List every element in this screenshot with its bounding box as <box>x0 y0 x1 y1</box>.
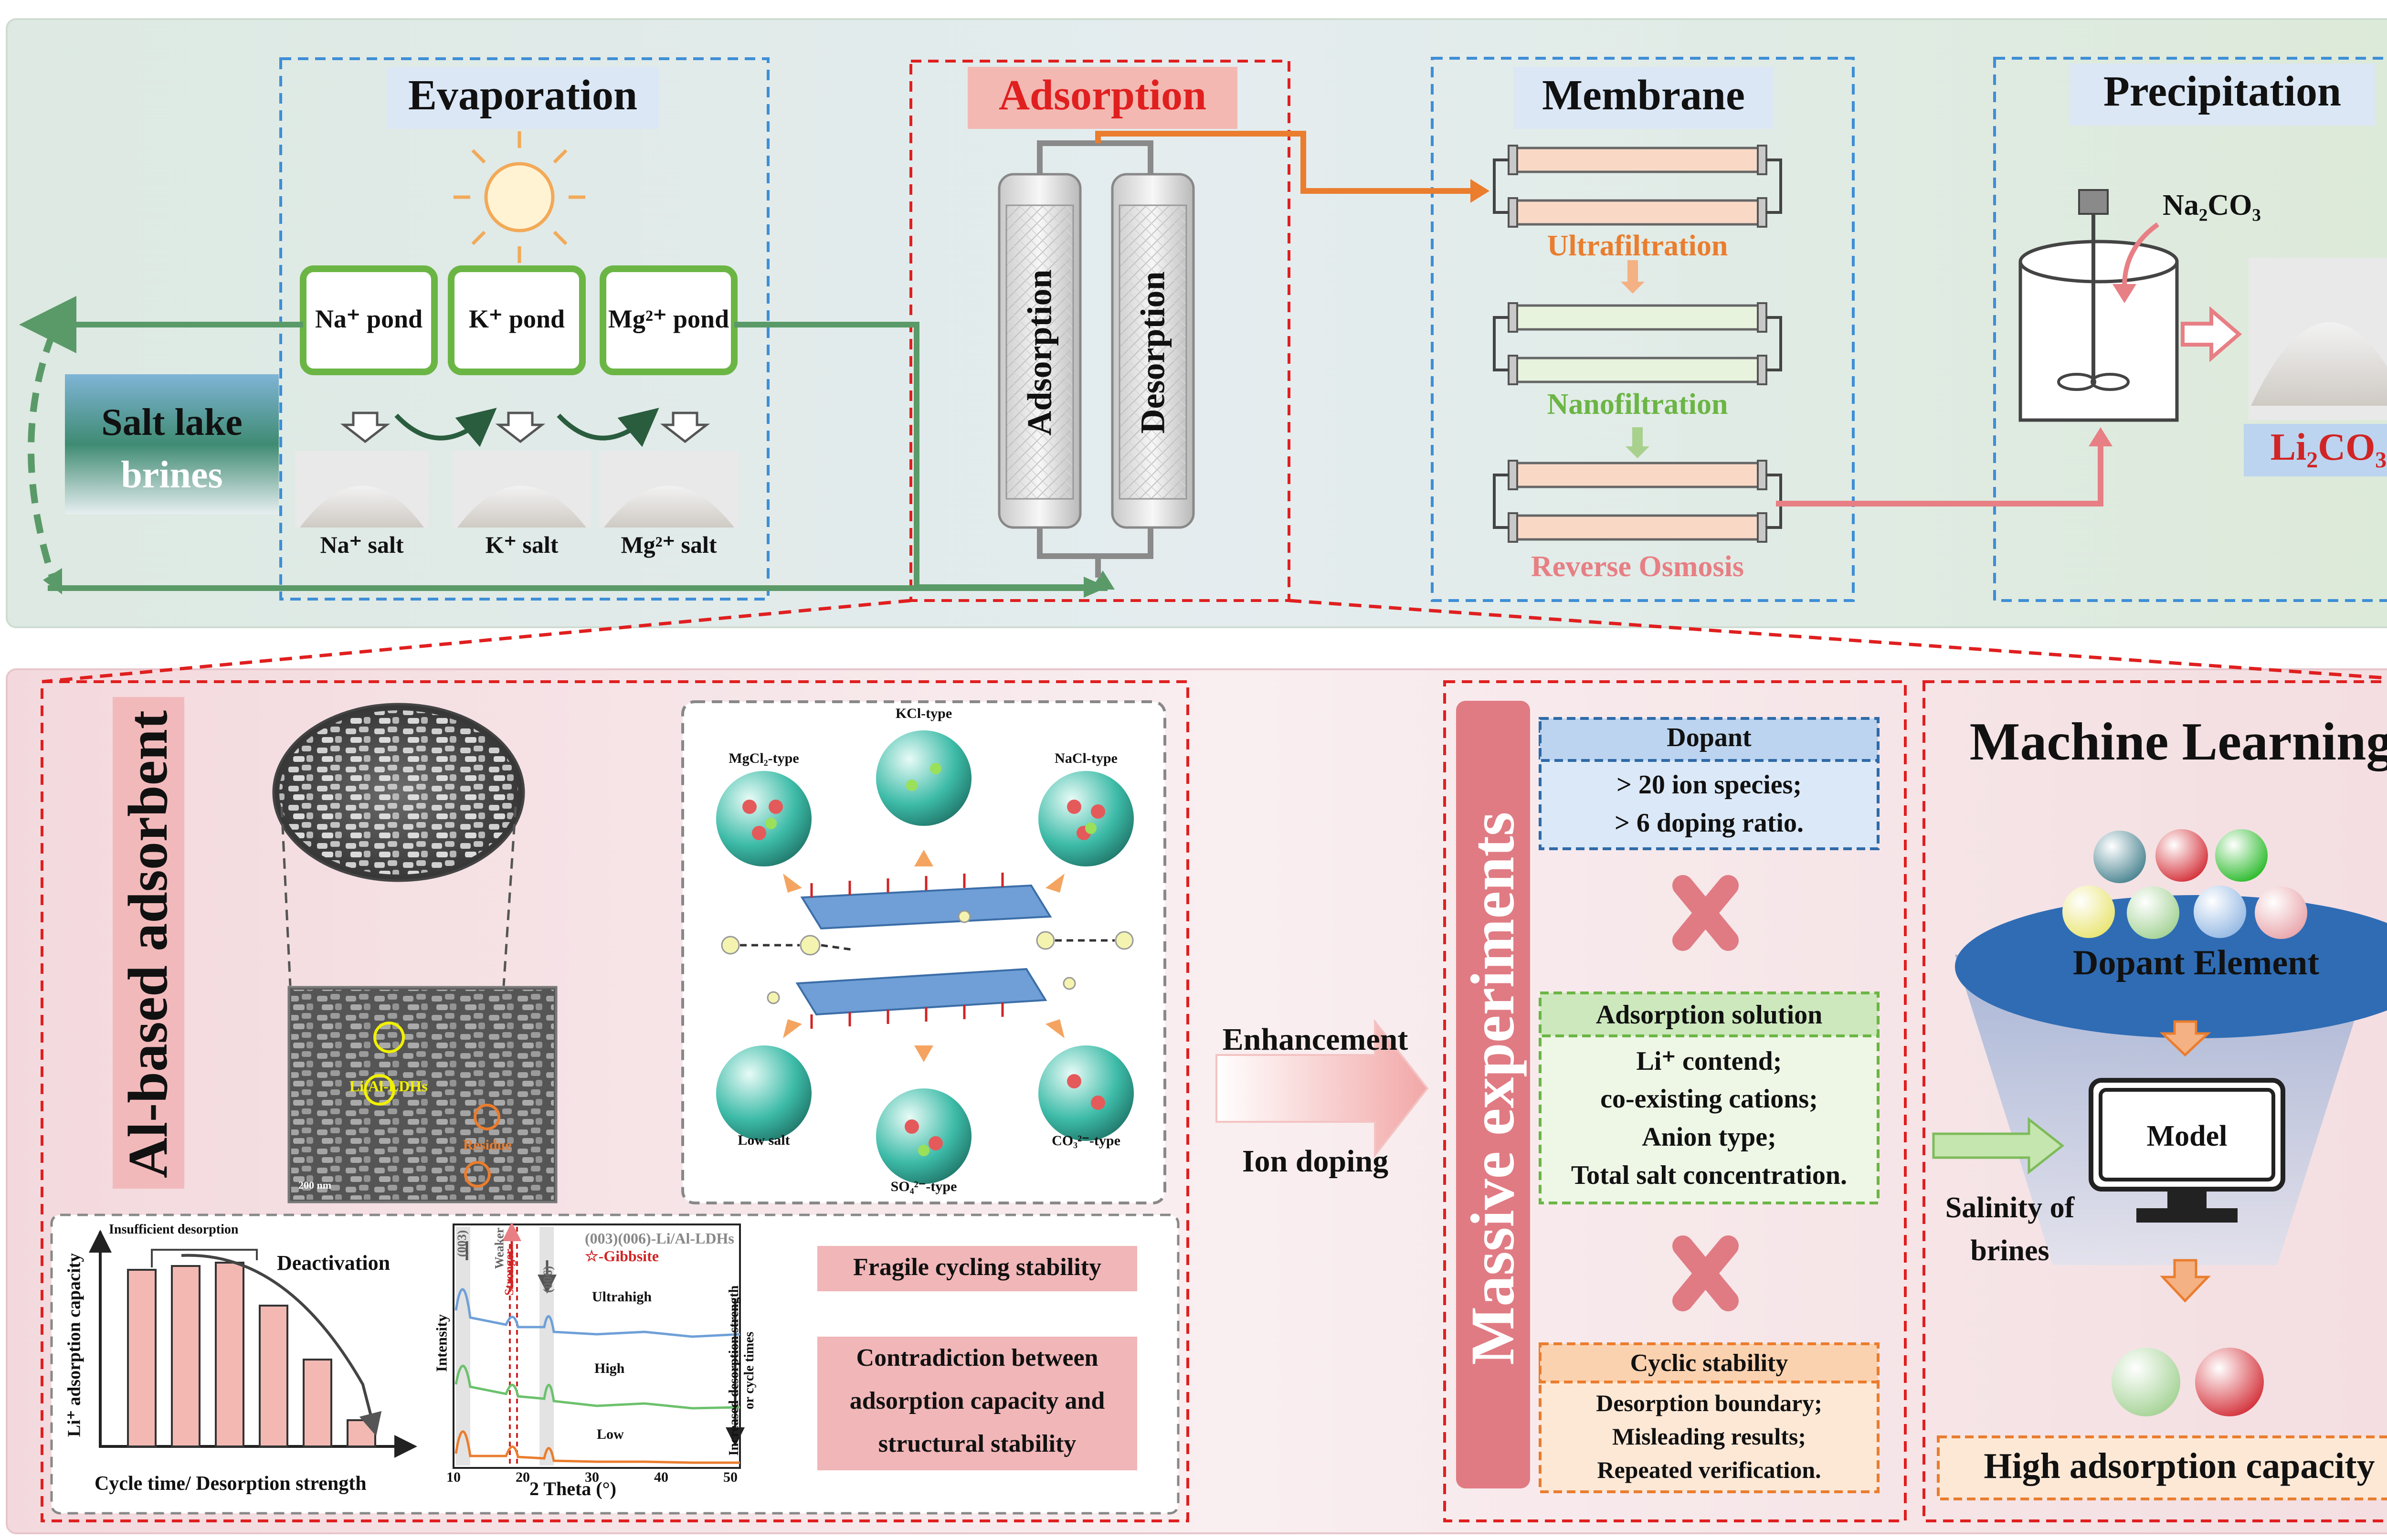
bar-chart-top-annotation: Insufficient desorption <box>109 1222 239 1237</box>
capacity-bar <box>127 1269 157 1447</box>
xrd-xlabel: 2 Theta (°) <box>529 1478 616 1499</box>
bar-chart <box>89 1230 417 1458</box>
capacity-bar <box>259 1305 288 1447</box>
solution-title: Adsorption solution <box>1595 1000 1823 1030</box>
xrd-ylabel: Intensity <box>433 1314 450 1372</box>
dopant-title: Dopant <box>1667 723 1752 752</box>
k-pond-label: K⁺ pond <box>468 305 565 333</box>
cyclic-line-3: Repeated verification. <box>1597 1456 1821 1483</box>
xrd-xtick-50: 50 <box>723 1469 738 1485</box>
sem-scale-label: 200 nm <box>298 1179 332 1191</box>
mg-salt-label: Mg²⁺ salt <box>621 531 717 558</box>
precipitation-title: Precipitation <box>2103 68 2342 115</box>
reagent-label: Na₂CO₃ <box>2163 189 2261 222</box>
xrd-xtick-20: 20 <box>516 1469 530 1485</box>
capacity-bar <box>347 1419 376 1447</box>
kcl-type-label: KCl-type <box>895 706 952 721</box>
xrd-chart <box>453 1222 745 1469</box>
ion-doping-label: Ion doping <box>1242 1144 1389 1179</box>
ion-bubbles <box>716 730 1134 1184</box>
xrd-trace-ultrahigh: Ultrahigh <box>592 1289 652 1305</box>
cyclic-line-1: Desorption boundary; <box>1596 1390 1822 1416</box>
residue-label: Residue <box>463 1137 512 1153</box>
product-label-bg <box>2244 424 2387 476</box>
brine-label-line2: brines <box>121 454 223 496</box>
evaporation-title-bg <box>387 67 659 129</box>
so4-type-label: SO₄²⁻-type <box>890 1179 957 1194</box>
adsorption-title-bg <box>968 67 1237 129</box>
capacity-bar <box>171 1265 201 1447</box>
precipitation-title-bg <box>2070 63 2375 126</box>
adsorption-column-label: Adsorption <box>1020 269 1059 436</box>
brine-label-line1: Salt lake <box>101 401 243 443</box>
bar-chart-annotation: Deactivation <box>277 1251 391 1275</box>
adsorption-title: Adsorption <box>998 72 1207 119</box>
xrd-xtick-40: 40 <box>654 1469 668 1485</box>
sun-icon <box>454 131 585 263</box>
massive-experiments-title: Massive experiments <box>1458 812 1527 1365</box>
xrd-peak-003: (003) <box>455 1230 469 1257</box>
k-salt-label: K⁺ salt <box>485 531 559 558</box>
membrane-title-bg <box>1513 67 1774 129</box>
problem-fragile-cycling: Fragile cycling stability <box>853 1254 1101 1281</box>
problem-contradiction-3: structural stability <box>878 1430 1077 1457</box>
solution-line-2: co-existing cations; <box>1600 1084 1818 1114</box>
al-panel-title: Al-based adsorbent <box>116 710 179 1179</box>
solution-line-3: Anion type; <box>1642 1122 1776 1152</box>
dopant-line-2: > 6 doping ratio. <box>1615 808 1804 838</box>
cyclic-line-2: Misleading results; <box>1612 1423 1806 1450</box>
mgcl2-type-label: MgCl₂-type <box>729 750 799 766</box>
salinity-label-2: brines <box>1970 1234 2049 1267</box>
xrd-trace-low: Low <box>597 1426 624 1442</box>
bar-chart-xlabel: Cycle time/ Desorption strength <box>95 1473 367 1495</box>
xrd-xtick-10: 10 <box>446 1469 461 1485</box>
cyclic-title: Cyclic stability <box>1630 1350 1788 1377</box>
desorption-column-label: Desorption <box>1133 271 1172 434</box>
xrd-legend-gibbsite: ☆-Gibbsite <box>585 1247 659 1265</box>
solution-line-4: Total salt concentration. <box>1571 1160 1848 1190</box>
nacl-type-label: NaCl-type <box>1055 750 1118 766</box>
nanofiltration-label: Nanofiltration <box>1547 388 1728 421</box>
membrane-title: Membrane <box>1542 72 1745 119</box>
capacity-bar <box>215 1262 244 1447</box>
xrd-legend-ldh: (003)(006)-Li/Al-LDHs <box>585 1230 734 1247</box>
xrd-xtick-30: 30 <box>585 1469 599 1485</box>
ultrafiltration-label: Ultrafiltration <box>1547 230 1728 262</box>
xrd-right-label-2: or cycle times <box>742 1331 757 1410</box>
mg-pond-label: Mg²⁺ pond <box>608 305 729 333</box>
na-salt-label: Na⁺ salt <box>320 531 404 558</box>
problem-contradiction-1: Contradiction between <box>856 1344 1098 1371</box>
problem-contradiction-2: adsorption capacity and <box>849 1387 1105 1414</box>
co3-type-label: CO₃²⁻-type <box>1052 1133 1120 1149</box>
solution-line-1: Li⁺ contend; <box>1636 1046 1782 1076</box>
xrd-trace-high: High <box>594 1361 625 1376</box>
xrd-right-label-1: Increased desorption strength <box>727 1285 741 1456</box>
ldh-label: Li/Al-LDHs <box>349 1077 428 1095</box>
product-label: Li₂CO₃ <box>2270 426 2387 468</box>
model-label: Model <box>2146 1120 2228 1152</box>
xrd-stronger-label: Stronger <box>502 1249 516 1296</box>
xrd-peak-006: (006) <box>541 1266 555 1293</box>
bar-chart-ylabel: Li⁺ adsorption capacity <box>64 1253 84 1437</box>
low-salt-label: Low salt <box>738 1132 790 1148</box>
capacity-bar <box>303 1359 332 1447</box>
ml-title: Machine Learning <box>1969 712 2387 771</box>
evaporation-title: Evaporation <box>408 72 638 119</box>
ml-output-label: High adsorption capacity <box>1984 1446 2375 1486</box>
enhancement-label: Enhancement <box>1222 1022 1408 1057</box>
reverse-osmosis-label: Reverse Osmosis <box>1531 550 1744 583</box>
na-pond-label: Na⁺ pond <box>315 305 423 333</box>
dopant-line-1: > 20 ion species; <box>1616 770 1802 800</box>
salinity-label-1: Salinity of <box>1945 1192 2075 1224</box>
funnel-label: Dopant Element <box>2073 943 2319 982</box>
membrane-modules <box>1493 145 1782 543</box>
